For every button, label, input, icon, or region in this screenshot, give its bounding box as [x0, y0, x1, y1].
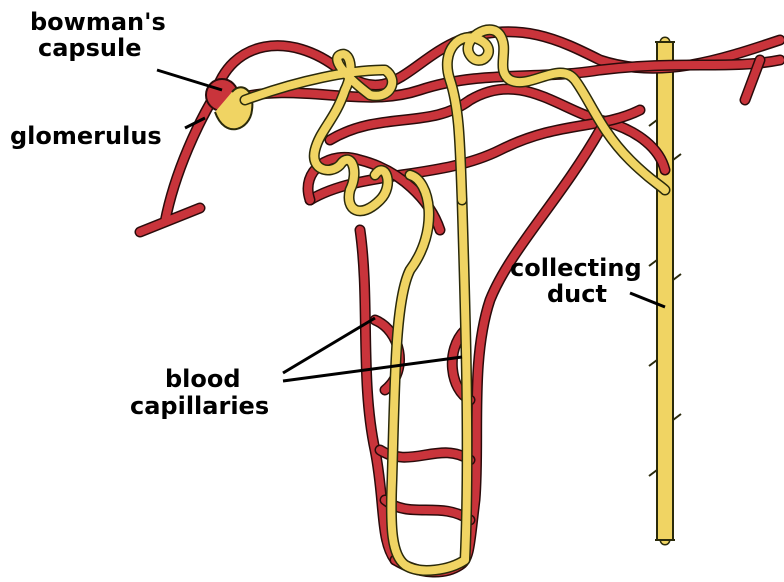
blood-capillaries-label-line2: capillaries: [130, 392, 269, 420]
bowmans-capsule-leader: [157, 70, 222, 90]
bowmans-capsule-label-line2: capsule: [38, 34, 141, 62]
blood-capillaries-leader-2: [283, 357, 462, 381]
bowmans-capsule-label-line1: bowman's: [30, 8, 166, 36]
collecting-duct-label-line1: collecting: [510, 254, 642, 282]
glomerulus-label: glomerulus: [10, 122, 162, 150]
blood-capillaries-label-line1: blood: [165, 365, 241, 393]
collecting-duct-label-line2: duct: [547, 280, 607, 308]
collecting-duct: [649, 42, 681, 540]
